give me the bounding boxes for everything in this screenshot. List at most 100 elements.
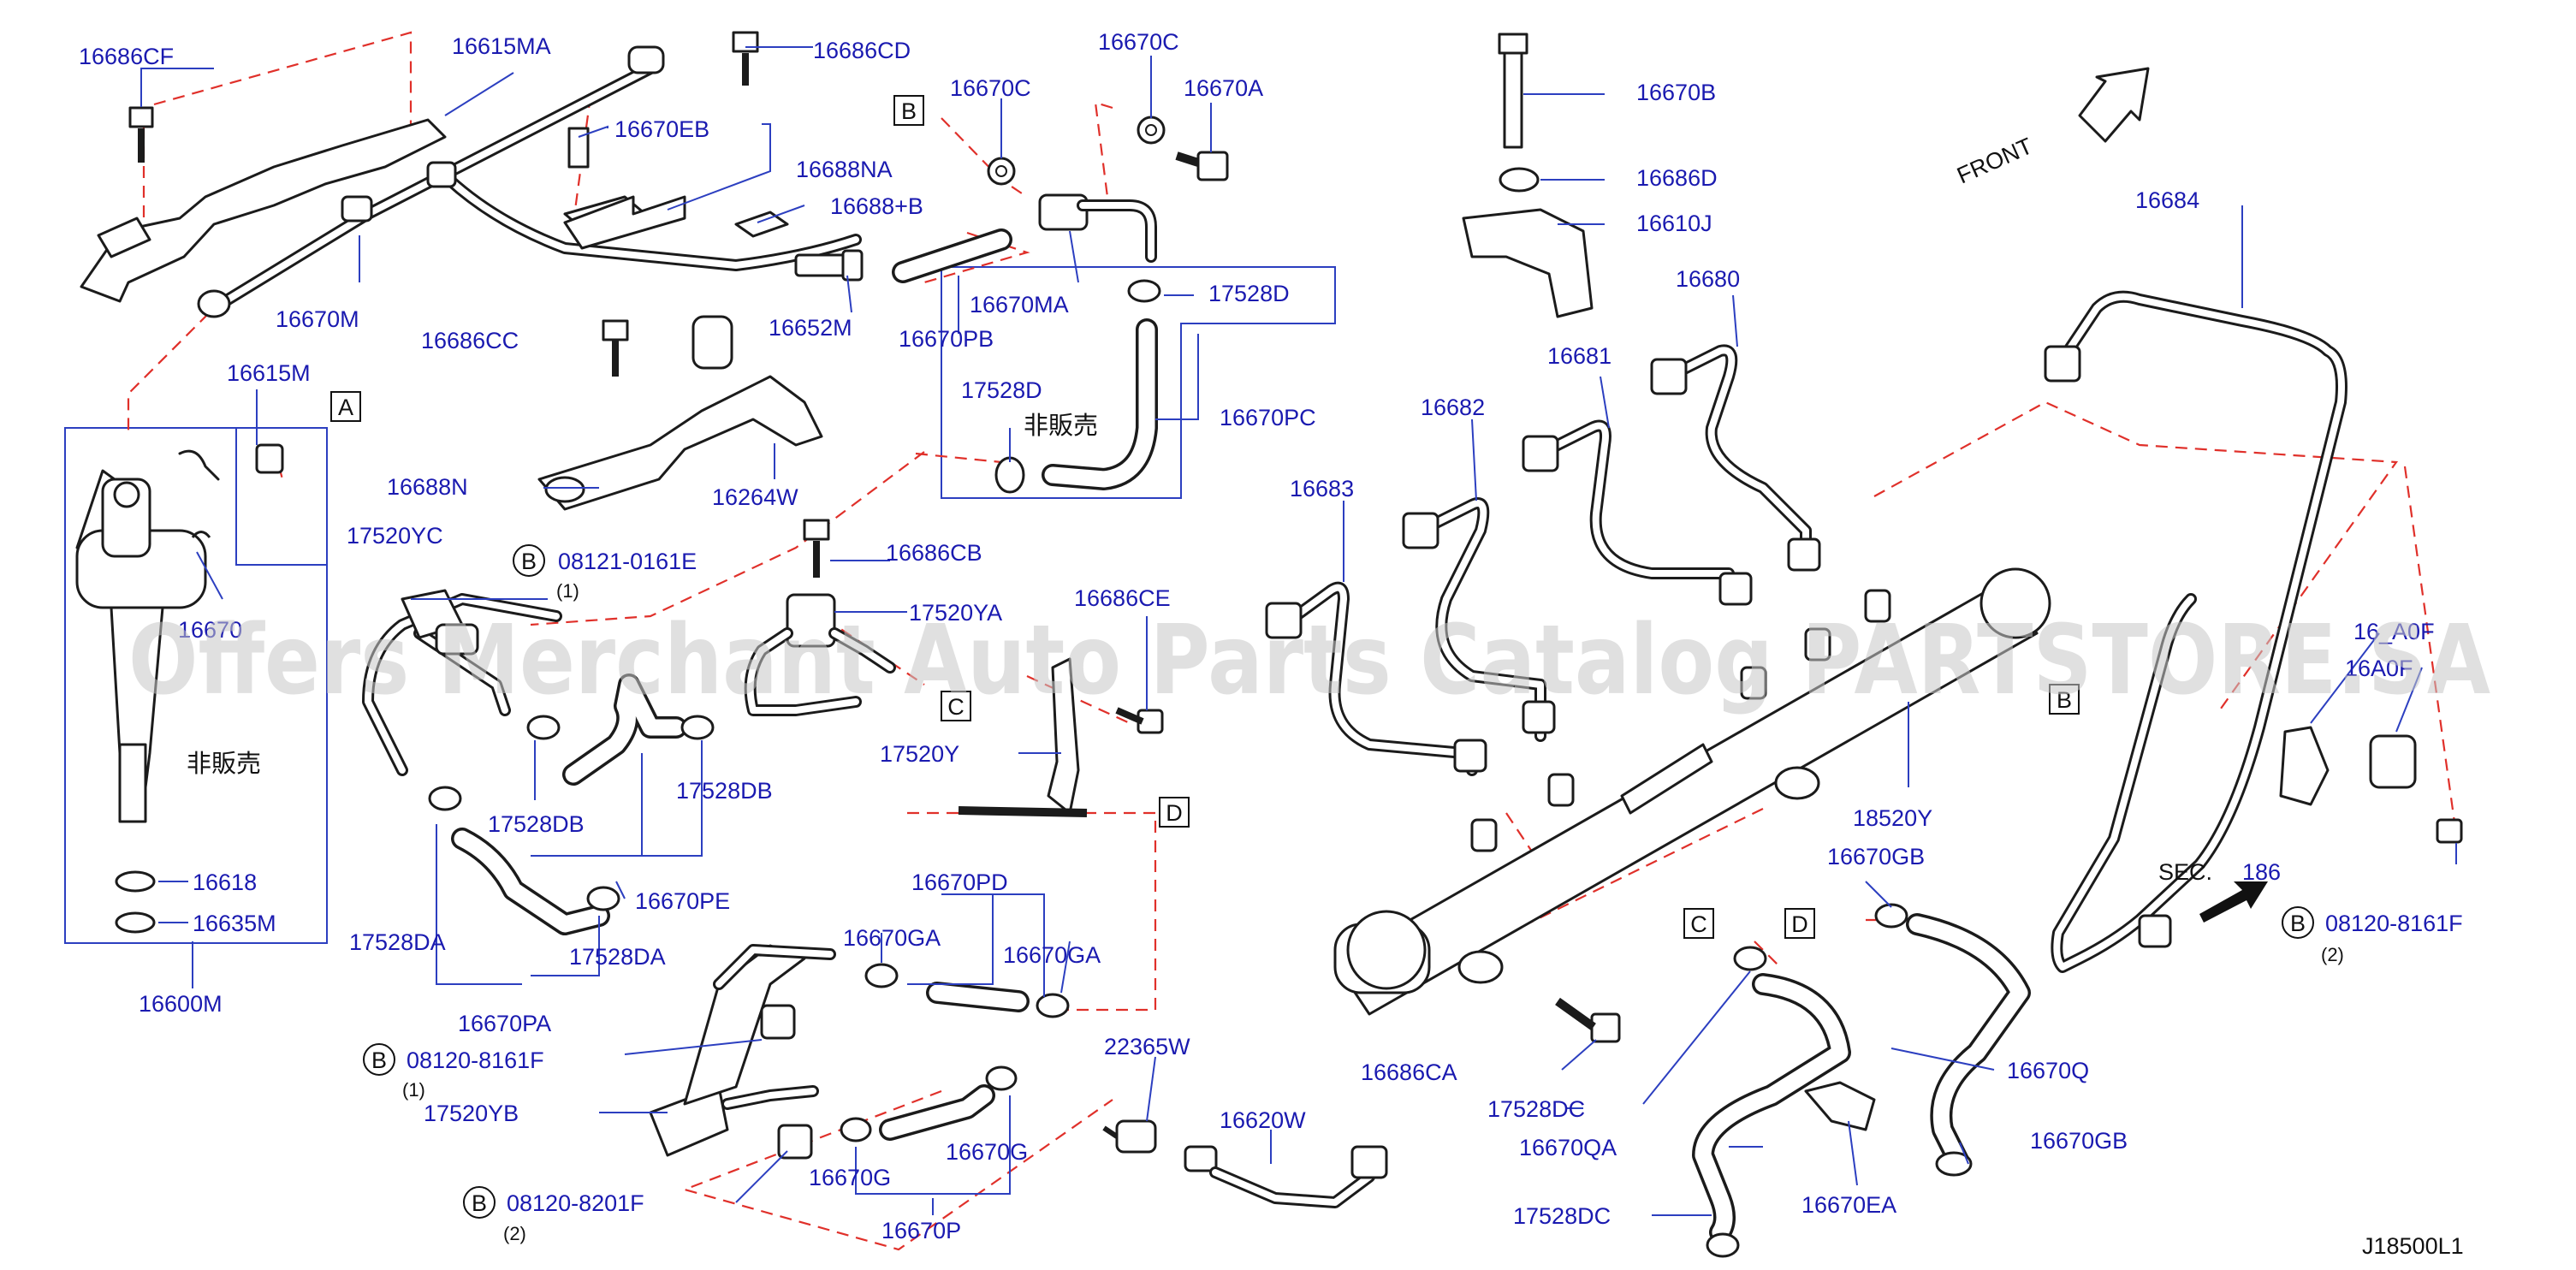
label-16670GB-2: 16670GB bbox=[2030, 1128, 2128, 1154]
hose-16670PB bbox=[892, 228, 1012, 283]
fitting-16_A0F bbox=[2279, 726, 2330, 806]
circled-b-08120-a: B bbox=[363, 1043, 395, 1076]
label-16670G-2: 16670G bbox=[946, 1139, 1028, 1165]
label-16686CB: 16686CB bbox=[886, 540, 982, 566]
bracket-17520YB bbox=[649, 944, 836, 1160]
svg-text:D: D bbox=[1791, 911, 1808, 937]
high-pressure-pipes bbox=[1265, 290, 2347, 973]
qty-08121: (1) bbox=[556, 580, 579, 602]
svg-text:B: B bbox=[371, 1047, 387, 1073]
bolt-16686CF bbox=[128, 106, 154, 163]
svg-text:B: B bbox=[901, 98, 917, 124]
watermark-text: Offers Merchant Auto Parts Catalog PARTS… bbox=[128, 605, 2490, 716]
label-17528D-2: 17528D bbox=[961, 377, 1042, 403]
label-16A0F: 16A0F bbox=[2345, 656, 2413, 681]
view-box-C-right: C bbox=[1683, 908, 1714, 939]
label-16680: 16680 bbox=[1676, 266, 1740, 292]
leader-lines bbox=[140, 46, 2457, 1216]
harness-16620W bbox=[1184, 1145, 1388, 1208]
connector-16652M bbox=[794, 249, 864, 282]
injector-assembly-frame bbox=[64, 427, 328, 944]
svg-text:B: B bbox=[521, 549, 537, 574]
label-17520YA: 17520YA bbox=[909, 600, 1002, 626]
injector-bracket-16670M bbox=[80, 45, 862, 318]
label-16670M: 16670M bbox=[276, 306, 359, 332]
label-17528DB-1: 17528DB bbox=[488, 811, 585, 837]
hose-16670PC bbox=[994, 279, 1161, 494]
qty-08120-8161F-left: (1) bbox=[402, 1079, 425, 1101]
label-16670QA: 16670QA bbox=[1519, 1135, 1617, 1160]
bolt-16686CD bbox=[732, 31, 759, 86]
sec-number: 186 bbox=[2242, 859, 2281, 885]
part-labels: 16686CF 16615MA 16686CD 16670EB 16688NA … bbox=[79, 29, 2464, 1259]
bolt-16670B bbox=[1498, 33, 1528, 149]
label-16618: 16618 bbox=[193, 869, 257, 895]
label-17528D-1: 17528D bbox=[1208, 281, 1290, 306]
diagram-code: J18500L1 bbox=[2362, 1233, 2464, 1259]
label-17520YB: 17520YB bbox=[424, 1101, 519, 1126]
label-16688NA: 16688NA bbox=[796, 157, 893, 182]
label-16670Q: 16670Q bbox=[2007, 1058, 2089, 1083]
label-16681: 16681 bbox=[1547, 343, 1611, 369]
label-16670PD: 16670PD bbox=[911, 869, 1008, 895]
label-16670P: 16670P bbox=[881, 1218, 961, 1243]
svg-text:B: B bbox=[472, 1190, 487, 1216]
label-16670B: 16670B bbox=[1636, 80, 1716, 105]
svg-text:D: D bbox=[1166, 800, 1183, 826]
clip-16688B bbox=[734, 211, 789, 238]
bolt-08120-8161F-right bbox=[2436, 818, 2463, 844]
label-16670A: 16670A bbox=[1184, 75, 1263, 101]
qty-08120-8161F-right: (2) bbox=[2321, 944, 2344, 965]
label-17528DB-2: 17528DB bbox=[676, 778, 773, 804]
svg-text:B: B bbox=[2290, 911, 2306, 936]
view-box-A: A bbox=[330, 391, 361, 422]
label-16684: 16684 bbox=[2135, 187, 2199, 213]
label-16682: 16682 bbox=[1421, 395, 1485, 420]
sensor-22365W bbox=[1102, 1119, 1157, 1154]
label-16670PB: 16670PB bbox=[899, 326, 994, 352]
clip-A bbox=[255, 443, 284, 474]
label-16670MA: 16670MA bbox=[970, 292, 1069, 318]
circled-b-08120-b: B bbox=[463, 1186, 496, 1219]
not-for-sale-hose: 非販売 bbox=[1024, 411, 1098, 440]
label-16610J: 16610J bbox=[1636, 211, 1712, 236]
hose-16670Q bbox=[1874, 903, 2031, 1177]
label-16670C-2: 16670C bbox=[1098, 29, 1179, 55]
label-16615MA: 16615MA bbox=[452, 33, 551, 59]
label-08120-8201F: 08120-8201F bbox=[507, 1190, 644, 1216]
hose-16670GA bbox=[864, 963, 1070, 1018]
view-box-D-left: D bbox=[1159, 797, 1190, 828]
label-17528DA-1: 17528DA bbox=[349, 929, 446, 955]
fuel-rail-18520Y bbox=[1333, 567, 2051, 1016]
label-16688B: 16688+B bbox=[830, 193, 923, 219]
front-arrow-icon bbox=[2078, 67, 2150, 143]
hose-kit-frame bbox=[941, 266, 1336, 499]
label-08120-8161F-right: 08120-8161F bbox=[2325, 911, 2463, 936]
bolt-16686CA bbox=[1555, 997, 1621, 1043]
label-16670GA-1: 16670GA bbox=[843, 925, 941, 951]
washer-16670C-right bbox=[1137, 116, 1166, 145]
label-16600M: 16600M bbox=[139, 991, 223, 1017]
injector-16600M bbox=[75, 449, 220, 934]
label-16670PE: 16670PE bbox=[635, 888, 730, 914]
fitting-17520YA bbox=[744, 593, 896, 716]
label-16683: 16683 bbox=[1290, 476, 1354, 501]
label-17528DA-2: 17528DA bbox=[569, 944, 666, 970]
label-08120-8161F-left: 08120-8161F bbox=[407, 1047, 544, 1073]
circled-b-08121: B bbox=[513, 544, 545, 577]
bracket-16688N bbox=[537, 315, 823, 511]
label-16652M: 16652M bbox=[769, 315, 852, 341]
sec-arrow-icon bbox=[2199, 881, 2268, 923]
label-16264W: 16264W bbox=[712, 484, 798, 510]
bolt-16686CE bbox=[1115, 707, 1164, 734]
view-box-B-top: B bbox=[893, 95, 924, 126]
orientation-front: FRONT bbox=[1953, 133, 2036, 188]
label-16688N: 16688N bbox=[387, 474, 468, 500]
label-16670-truncated: 16670 bbox=[178, 617, 242, 643]
circled-b-08120-c: B bbox=[2282, 906, 2314, 939]
view-box-B-right: B bbox=[2049, 684, 2080, 715]
label-16620W: 16620W bbox=[1220, 1107, 1306, 1133]
label-16670G-1: 16670G bbox=[809, 1165, 891, 1190]
label-18520Y: 18520Y bbox=[1853, 805, 1932, 831]
